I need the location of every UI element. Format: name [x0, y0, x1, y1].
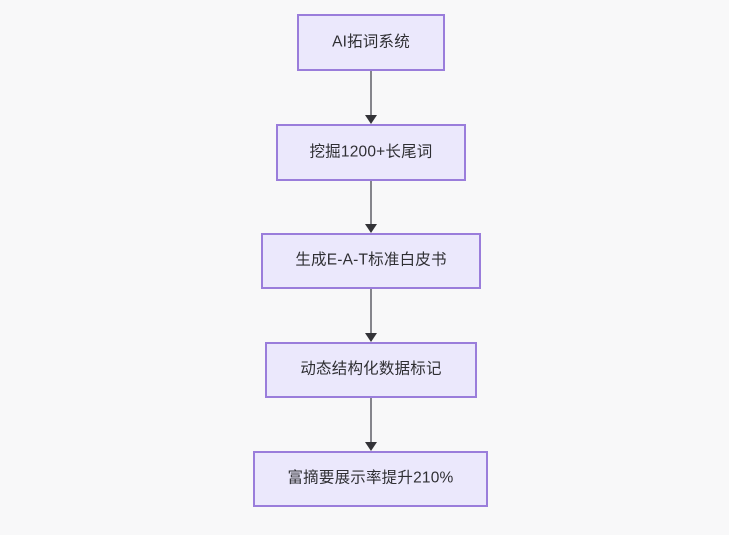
connector-n3-n4 [364, 289, 378, 342]
connector-shaft [370, 181, 372, 224]
flow-node-longtail-mining[interactable]: 挖掘1200+长尾词 [276, 124, 466, 181]
arrowhead-icon [365, 442, 377, 451]
flow-node-rich-snippet-result[interactable]: 富摘要展示率提升210% [253, 451, 488, 507]
arrowhead-icon [365, 333, 377, 342]
flow-node-label: 挖掘1200+长尾词 [309, 143, 433, 161]
flow-node-eat-whitepaper[interactable]: 生成E-A-T标准白皮书 [261, 233, 481, 289]
flow-node-ai-keyword-system[interactable]: AI拓词系统 [297, 14, 445, 71]
flow-node-label: 富摘要展示率提升210% [287, 469, 454, 487]
arrowhead-icon [365, 224, 377, 233]
arrowhead-icon [365, 115, 377, 124]
flow-node-label: 生成E-A-T标准白皮书 [295, 251, 447, 269]
connector-shaft [370, 398, 372, 442]
flow-node-label: 动态结构化数据标记 [300, 360, 442, 378]
connector-shaft [370, 289, 372, 333]
connector-shaft [370, 71, 372, 115]
connector-n4-n5 [364, 398, 378, 451]
connector-n1-n2 [364, 71, 378, 124]
flow-node-structured-data-markup[interactable]: 动态结构化数据标记 [265, 342, 477, 398]
connector-n2-n3 [364, 181, 378, 233]
flow-node-label: AI拓词系统 [332, 33, 410, 51]
